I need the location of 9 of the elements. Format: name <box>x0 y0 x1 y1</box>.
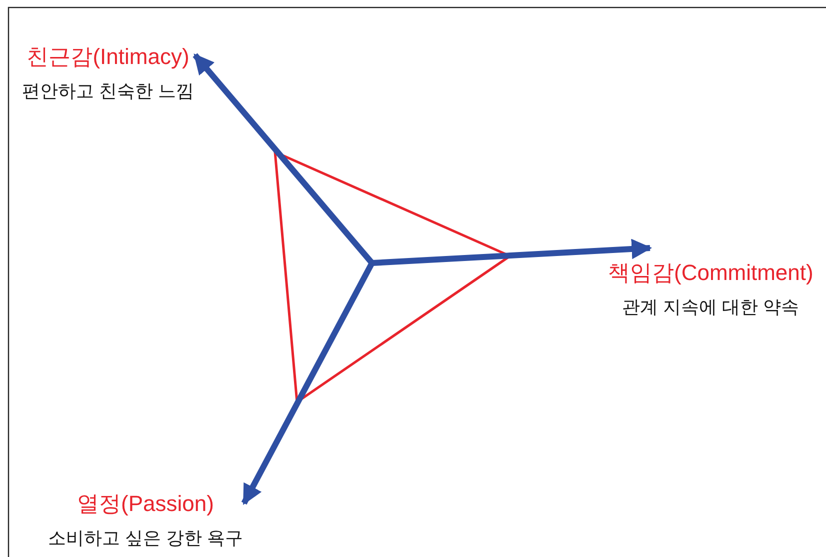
axis-description: 소비하고 싶은 강한 욕구 <box>48 527 244 549</box>
axis-title: 열정(Passion) <box>76 491 215 517</box>
axis-description: 편안하고 친숙한 느낌 <box>22 80 194 102</box>
axis-title: 친근감(Intimacy) <box>26 44 190 70</box>
axis-description: 관계 지속에 대한 약속 <box>621 296 800 318</box>
arrow <box>372 238 652 266</box>
arrow <box>192 53 374 265</box>
axis-title: 책임감(Commitment) <box>608 260 814 286</box>
arrow <box>241 262 375 506</box>
